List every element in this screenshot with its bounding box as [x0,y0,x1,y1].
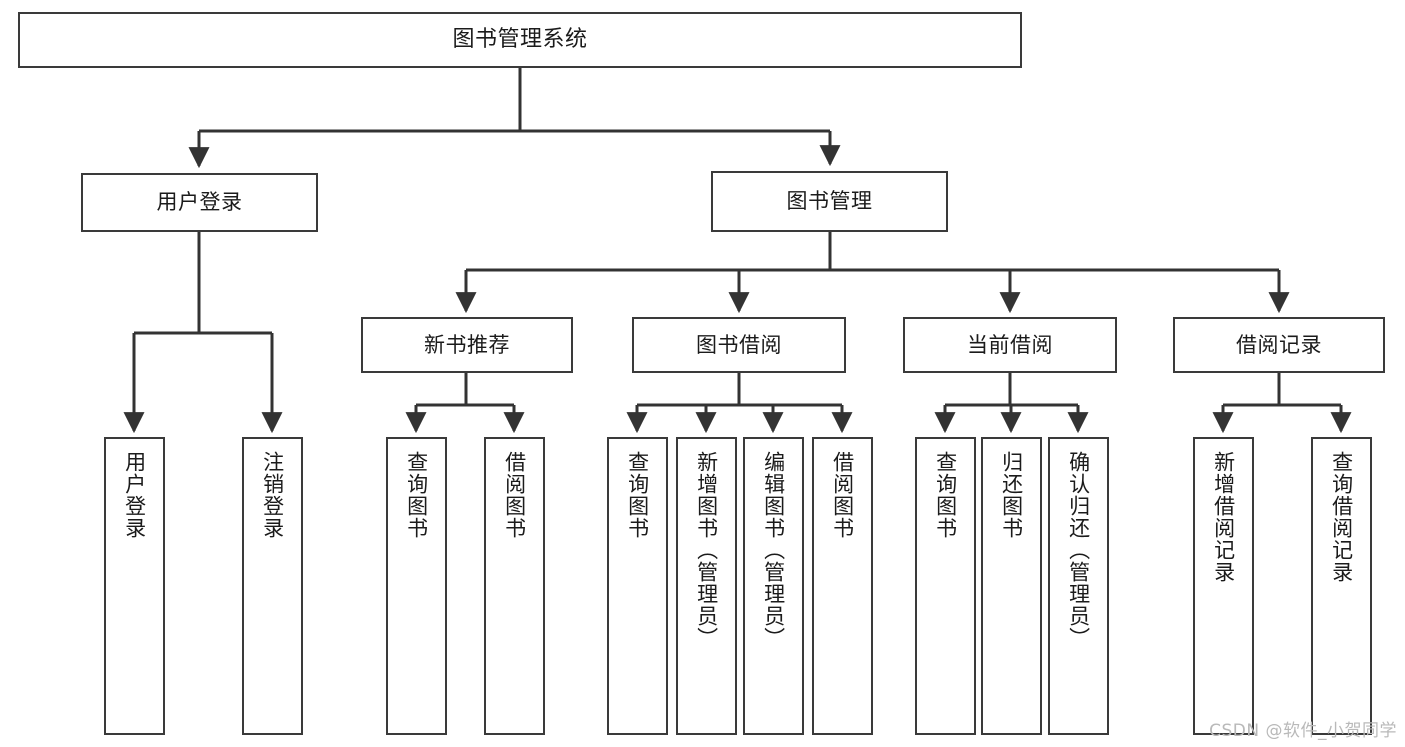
node-leaf-user-logout[interactable]: 注销登录 [242,437,303,735]
node-leaf-rec-add[interactable]: 新增借阅记录 [1193,437,1254,735]
node-leaf-cur-confirm[interactable]: 确认归还（管理员） [1048,437,1109,735]
node-borrow-record-label: 借阅记录 [1236,332,1322,357]
node-leaf-cur-return[interactable]: 归还图书 [981,437,1042,735]
node-current-borrow-label: 当前借阅 [967,332,1053,357]
node-leaf-rec-add-label: 新增借阅记录 [1211,451,1236,583]
node-leaf-borrow-query-label: 查询图书 [625,451,650,539]
node-user-login[interactable]: 用户登录 [81,173,318,232]
node-leaf-cur-query[interactable]: 查询图书 [915,437,976,735]
node-leaf-cur-query-label: 查询图书 [933,451,958,539]
node-user-login-label: 用户登录 [156,190,243,215]
node-leaf-borrow-edit[interactable]: 编辑图书（管理员） [743,437,804,735]
node-new-book-rec[interactable]: 新书推荐 [361,317,573,373]
node-leaf-user-login-label: 用户登录 [122,451,147,539]
node-leaf-user-login[interactable]: 用户登录 [104,437,165,735]
node-leaf-cur-return-label: 归还图书 [999,451,1024,539]
node-root-label: 图书管理系统 [452,27,588,53]
node-leaf-rec-search-label: 查询借阅记录 [1329,451,1354,583]
node-leaf-borrow-query[interactable]: 查询图书 [607,437,668,735]
node-leaf-rec-borrow[interactable]: 借阅图书 [484,437,545,735]
node-leaf-borrow-edit-label: 编辑图书（管理员） [761,451,786,649]
node-leaf-borrow-add-label: 新增图书（管理员） [694,451,719,649]
node-leaf-rec-query[interactable]: 查询图书 [386,437,447,735]
node-leaf-rec-search[interactable]: 查询借阅记录 [1311,437,1372,735]
node-borrow-record[interactable]: 借阅记录 [1173,317,1385,373]
node-book-manage-label: 图书管理 [786,189,873,214]
node-leaf-user-logout-label: 注销登录 [260,451,285,539]
node-new-book-rec-label: 新书推荐 [424,332,510,357]
node-leaf-borrow-lend[interactable]: 借阅图书 [812,437,873,735]
node-book-borrow-label: 图书借阅 [696,332,782,357]
node-book-borrow[interactable]: 图书借阅 [632,317,846,373]
node-leaf-rec-query-label: 查询图书 [404,451,429,539]
node-current-borrow[interactable]: 当前借阅 [903,317,1117,373]
node-leaf-borrow-lend-label: 借阅图书 [830,451,855,539]
node-root[interactable]: 图书管理系统 [18,12,1022,68]
node-leaf-cur-confirm-label: 确认归还（管理员） [1066,451,1091,649]
node-book-manage[interactable]: 图书管理 [711,171,948,232]
node-leaf-borrow-add[interactable]: 新增图书（管理员） [676,437,737,735]
csdn-watermark: CSDN @软件_小贺同学 [1209,721,1397,741]
node-leaf-rec-borrow-label: 借阅图书 [502,451,527,539]
